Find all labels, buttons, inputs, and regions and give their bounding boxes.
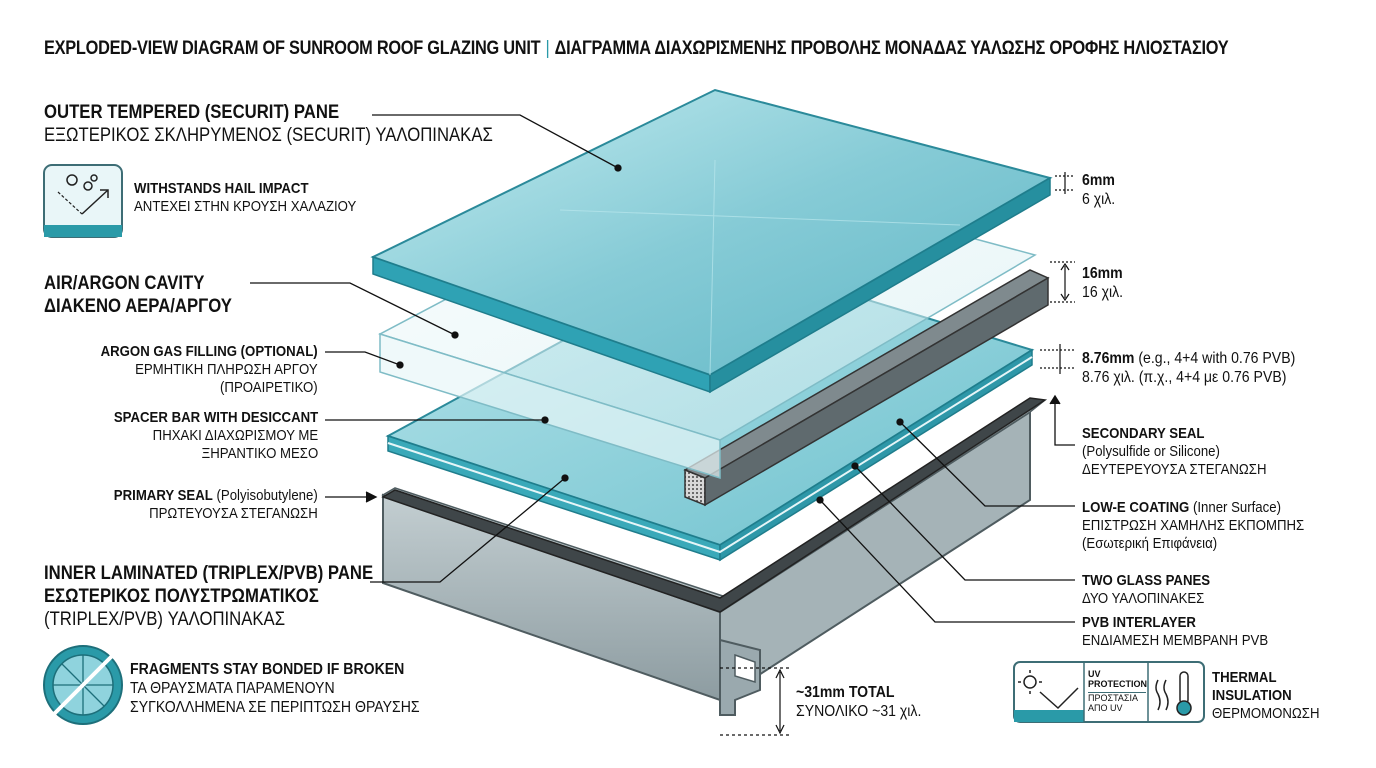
- label-fragments: FRAGMENTS STAY BONDED IF BROKEN ΤΑ ΘΡΑΥΣ…: [130, 660, 420, 718]
- hail-gr: ΑΝΤΕΧΕΙ ΣΤΗΝ ΚΡΟΥΣΗ ΧΑΛΑΖΙΟΥ: [134, 198, 357, 215]
- outer-pane-gr: ΕΞΩΤΕΡΙΚΟΣ ΣΚΛΗΡΥΜΕΝΟΣ (SECURIT) ΥΑΛΟΠΙΝ…: [44, 124, 493, 146]
- label-pvb: PVB INTERLAYER ΕΝΔΙΑΜΕΣΗ ΜΕΜΒΡΑΝΗ PVB: [1082, 614, 1268, 650]
- label-dim-16mm: 16mm 16 χιλ.: [1082, 264, 1123, 302]
- lowe-en: (Inner Surface): [1189, 499, 1281, 516]
- pvb-en: PVB INTERLAYER: [1082, 614, 1196, 631]
- label-cavity: AIR/ARGON CAVITY ΔΙΑΚΕΝΟ ΑΕΡΑ/ΑΡΓΟΥ: [44, 273, 232, 319]
- inner-pane-gr2: (TRIPLEX/PVB) ΥΑΛΟΠΙΝΑΚΑΣ: [44, 608, 286, 630]
- label-total: ~31mm TOTAL ΣΥΝΟΛΙΚΟ ~31 χιλ.: [796, 683, 921, 721]
- spacer-bar: [683, 269, 1050, 507]
- dim876-en-b: 8.76mm: [1082, 350, 1135, 367]
- dim16-gr: 16 χιλ.: [1082, 284, 1124, 302]
- primary-en-b: PRIMARY SEAL: [114, 487, 214, 504]
- dimension-markers: [720, 172, 1075, 736]
- spacer-gr1: ΠΗΧΑΚΙ ΔΙΑΧΩΡΙΣΜΟΥ ΜΕ: [152, 427, 318, 444]
- label-two-panes: TWO GLASS PANES ΔΥΟ ΥΑΛΟΠΙΝΑΚΕΣ: [1082, 572, 1210, 608]
- label-argon: ARGON GAS FILLING (OPTIONAL) ΕΡΜΗΤΙΚΗ ΠΛ…: [101, 343, 318, 397]
- uv-protection-icon: [1018, 670, 1079, 710]
- thermal-en1: THERMAL: [1212, 669, 1277, 686]
- fragments-en: FRAGMENTS STAY BONDED IF BROKEN: [130, 661, 405, 678]
- secondary-gr: ΔΕΥΤΕΡΕΥΟΥΣΑ ΣΤΕΓΑΝΩΣΗ: [1082, 461, 1267, 478]
- label-primary-seal: PRIMARY SEAL (Polyisobutylene) ΠΡΩΤΕΥΟΥΣ…: [114, 487, 318, 523]
- shattered-glass-icon: [43, 645, 123, 725]
- uv-l2: PROTECTION: [1088, 679, 1148, 690]
- outer-tempered-pane: [370, 88, 1053, 394]
- hail-impact-icon: [43, 164, 123, 238]
- lowe-gr1: ΕΠΙΣΤΡΩΣΗ ΧΑΜΗΛΗΣ ΕΚΠΟΜΠΗΣ: [1082, 517, 1305, 534]
- dim876-en: (e.g., 4+4 with 0.76 PVB): [1134, 350, 1296, 367]
- primary-gr: ΠΡΩΤΕΥΟΥΣΑ ΣΤΕΓΑΝΩΣΗ: [149, 505, 318, 522]
- fragments-gr1: ΤΑ ΘΡΑΥΣΜΑΤΑ ΠΑΡΑΜΕΝΟΥΝ: [130, 680, 335, 698]
- argon-en: ARGON GAS FILLING (OPTIONAL): [100, 343, 318, 360]
- label-spacer: SPACER BAR WITH DESICCANT ΠΗΧΑΚΙ ΔΙΑΧΩΡΙ…: [114, 409, 318, 463]
- title-separator: |: [545, 38, 550, 59]
- lowe-gr2: (Εσωτερική Επιφάνεια): [1082, 535, 1218, 552]
- dim6-gr: 6 χιλ.: [1082, 191, 1116, 209]
- argon-gr1: ΕΡΜΗΤΙΚΗ ΠΛΗΡΩΣΗ ΑΡΓΟΥ: [135, 361, 318, 378]
- fragments-gr2: ΣΥΓΚΟΛΛΗΜΕΝΑ ΣΕ ΠΕΡΙΠΤΩΣΗ ΘΡΑΥΣΗΣ: [130, 699, 420, 717]
- uv-protection-badge: UV PROTECTION ΠΡΟΣΤΑΣΙΑ ΑΠΟ UV: [1088, 669, 1148, 714]
- page-title: EXPLODED-VIEW DIAGRAM OF SUNROOM ROOF GL…: [44, 38, 1229, 60]
- outer-pane-en: OUTER TEMPERED (SECURIT) PANE: [44, 102, 340, 123]
- hail-en: WITHSTANDS HAIL IMPACT: [134, 180, 309, 197]
- inner-pane-en: INNER LAMINATED (TRIPLEX/PVB) PANE: [44, 563, 374, 584]
- leader-lines: [250, 114, 1075, 623]
- thermal-en2: INSULATION: [1212, 687, 1292, 704]
- dim876-gr: 8.76 χιλ. (π.χ., 4+4 με 0.76 PVB): [1082, 369, 1287, 387]
- total-gr: ΣΥΝΟΛΙΚΟ ~31 χιλ.: [796, 703, 922, 721]
- label-hail: WITHSTANDS HAIL IMPACT ΑΝΤΕΧΕΙ ΣΤΗΝ ΚΡΟΥ…: [134, 180, 356, 216]
- uv-l1: UV: [1088, 669, 1101, 679]
- dim6-en: 6mm: [1082, 172, 1115, 189]
- label-dim-876mm: 8.76mm (e.g., 4+4 with 0.76 PVB) 8.76 χι…: [1082, 349, 1295, 387]
- secondary-en: SECONDARY SEAL: [1082, 425, 1205, 442]
- label-secondary-seal: SECONDARY SEAL (Polysulfide or Silicone)…: [1082, 425, 1266, 479]
- dim16-en: 16mm: [1082, 265, 1123, 282]
- label-thermal: THERMAL INSULATION ΘΕΡΜΟΜΟΝΩΣΗ: [1212, 669, 1319, 723]
- two-panes-gr: ΔΥΟ ΥΑΛΟΠΙΝΑΚΕΣ: [1082, 590, 1205, 607]
- uv-l4: ΑΠΟ UV: [1088, 703, 1123, 714]
- thermal-gr: ΘΕΡΜΟΜΟΝΩΣΗ: [1212, 705, 1320, 722]
- label-outer-pane: OUTER TEMPERED (SECURIT) PANE ΕΞΩΤΕΡΙΚΟΣ…: [44, 102, 493, 148]
- label-dim-6mm: 6mm 6 χιλ.: [1082, 171, 1115, 209]
- lowe-en-b: LOW-E COATING: [1082, 499, 1190, 516]
- pvb-gr: ΕΝΔΙΑΜΕΣΗ ΜΕΜΒΡΑΝΗ PVB: [1082, 632, 1269, 649]
- title-gr: ΔΙΑΓΡΑΜΜΑ ΔΙΑΧΩΡΙΣΜΕΝΗΣ ΠΡΟΒΟΛΗΣ ΜΟΝΑΔΑΣ…: [554, 38, 1229, 59]
- spacer-en: SPACER BAR WITH DESICCANT: [113, 409, 318, 426]
- cavity-gr: ΔΙΑΚΕΝΟ ΑΕΡΑ/ΑΡΓΟΥ: [44, 295, 232, 317]
- total-en: ~31mm TOTAL: [796, 684, 895, 701]
- inner-pane-gr1: ΕΣΩΤΕΡΙΚΟΣ ΠΟΛΥΣΤΡΩΜΑΤΙΚΟΣ: [44, 585, 319, 607]
- two-panes-en: TWO GLASS PANES: [1082, 572, 1211, 589]
- spacer-gr2: ΞΗΡΑΝΤΙΚΟ ΜΕΣΟ: [201, 445, 318, 462]
- uv-l3: ΠΡΟΣΤΑΣΙΑ: [1088, 691, 1146, 703]
- label-inner-pane: INNER LAMINATED (TRIPLEX/PVB) PANE ΕΣΩΤΕ…: [44, 563, 373, 631]
- title-en: EXPLODED-VIEW DIAGRAM OF SUNROOM ROOF GL…: [44, 38, 541, 59]
- thermal-insulation-icon: [1155, 671, 1192, 716]
- primary-en: (Polyisobutylene): [213, 487, 318, 504]
- cavity-en: AIR/ARGON CAVITY: [44, 273, 205, 294]
- label-low-e: LOW-E COATING (Inner Surface) ΕΠΙΣΤΡΩΣΗ …: [1082, 499, 1304, 553]
- argon-gr2: (ΠΡΟΑΙΡΕΤΙΚΟ): [220, 379, 318, 396]
- secondary-en2: (Polysulfide or Silicone): [1082, 443, 1220, 460]
- secondary-seal-ring: [381, 397, 1048, 613]
